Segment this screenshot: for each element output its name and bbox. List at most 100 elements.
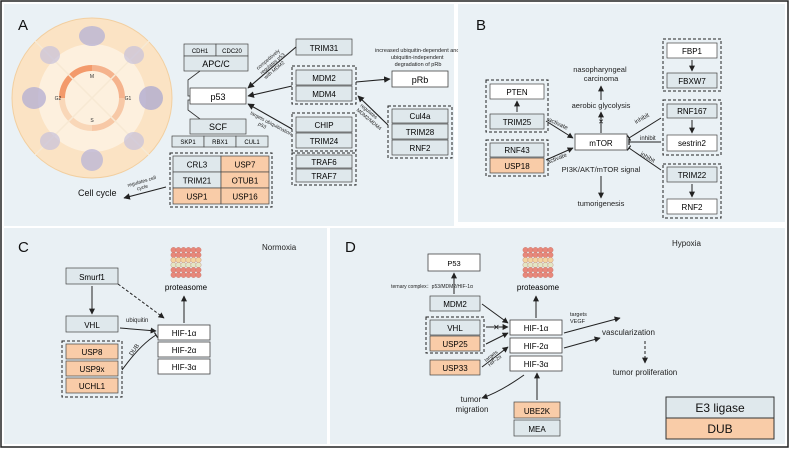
sestrin2-box	[666, 134, 718, 152]
proteasome-subunit	[542, 267, 549, 273]
phase-label: G1	[125, 96, 132, 102]
cdc20-label: CDC20	[222, 49, 242, 55]
proteasome-subunit	[547, 257, 554, 263]
trim25-label: TRIM25	[503, 118, 532, 127]
proteasome-subunit	[527, 257, 534, 263]
legend-e3-label: E3 ligase	[695, 401, 745, 415]
hif2-to-vascular-arrow	[563, 336, 601, 349]
usp25-label: USP25	[442, 340, 468, 349]
trim25-activate-mtor-arrow	[545, 120, 574, 139]
block-mark: ✕	[493, 323, 500, 332]
mdm2-d-label: MDM2	[443, 300, 467, 309]
mdm2-box	[295, 69, 353, 86]
hif-to-vegf-arrow	[563, 316, 621, 334]
proteasome-subunit	[180, 267, 187, 273]
dub-grid-label: CRL3	[187, 161, 208, 170]
proteasome-subunit	[190, 252, 197, 258]
dub-grid-frame	[169, 152, 273, 208]
rnf2-b-label: RNF2	[682, 203, 703, 212]
vhl-usp25-frame	[425, 316, 485, 354]
scf-box	[189, 118, 247, 135]
mdm-to-prb-arrow	[355, 76, 391, 83]
trim28-label: TRIM28	[406, 128, 435, 137]
proteasome-subunit	[522, 247, 529, 253]
usp33-label: USP33	[442, 364, 468, 373]
usp33-to-hif2-arrow	[481, 346, 509, 368]
p53-d-box	[427, 253, 481, 272]
smurf1-box	[65, 267, 119, 285]
panel-a: A M G1 S G2 Cell cycle CDH1	[4, 4, 459, 226]
usp25-to-hif-arrow	[485, 332, 509, 345]
apcc-p53-link	[187, 70, 201, 97]
chip-to-p53-arrow	[247, 103, 293, 130]
trim22-inhibit-mtor	[626, 145, 662, 171]
chip-group-frame	[291, 112, 357, 152]
trim24-box	[295, 132, 353, 149]
hif2-d-label: HIF-2α	[524, 342, 549, 351]
scf-label: SCF	[209, 122, 228, 132]
panel-c-letter: C	[18, 239, 29, 256]
panel-d: D Hypoxia proteasome P53 ternary complex…	[330, 228, 785, 444]
apcc-label: APC/C	[202, 59, 230, 69]
mtor-label: mTOR	[589, 139, 613, 148]
traf-group-frame	[291, 152, 357, 186]
pten-group-frame	[485, 79, 549, 133]
trim22-group-frame	[662, 163, 722, 219]
vascularization-label: vascularization	[602, 328, 655, 337]
cul4a-to-mdm-arrow	[357, 95, 389, 126]
cul1-box	[235, 135, 269, 148]
proteasome-subunit	[547, 262, 554, 268]
ube2k-label: UBE2K	[524, 407, 551, 416]
panel-b: B PTEN TRIM25 RNF43 USP18 mTOR nasophary…	[458, 4, 785, 222]
chip-label: CHIP	[314, 121, 333, 130]
cell-image	[139, 86, 163, 110]
proteasome-subunit	[170, 252, 177, 258]
legend-dub-swatch	[665, 417, 775, 440]
proteasome-subunit	[185, 257, 192, 263]
proteasome-subunit	[527, 272, 534, 278]
trim31-to-p53-arrow	[247, 46, 297, 89]
proteasome-subunit	[522, 267, 529, 273]
proteasome-subunit	[537, 252, 544, 258]
usp9x-label: USP9x	[80, 365, 105, 374]
usp18-activate-mtor-arrow	[545, 147, 574, 161]
panel-d-letter: D	[345, 239, 356, 256]
mdm2-to-hif-arrow	[481, 303, 509, 324]
fbxw7-box	[666, 72, 718, 89]
usp33-box	[429, 359, 481, 376]
cell-image	[40, 132, 60, 150]
proteasome-subunit	[542, 252, 549, 258]
hif3-c-label: HIF-3α	[172, 363, 197, 372]
trim31-label: TRIM31	[310, 44, 339, 53]
proteasome-subunit	[537, 267, 544, 273]
cell-cycle-diagram: M G1 S G2	[11, 17, 173, 179]
prb-box	[391, 70, 449, 88]
mdm2-d-box	[429, 295, 481, 312]
proteasome-subunit	[522, 252, 529, 258]
aerobic-glycolysis-label: aerobic glycolysis	[572, 101, 631, 110]
proteasome-subunit	[527, 247, 534, 253]
dub-grid-label: OTUB1	[232, 177, 259, 186]
proteasome-subunit	[532, 247, 539, 253]
panel-c: C Normoxia proteasome Smurf1 VHL USP8 US…	[4, 228, 327, 444]
trim28-box	[391, 123, 449, 140]
hif2-d-box	[509, 337, 563, 354]
proteasome-subunit	[532, 252, 539, 258]
proteasome-subunit	[542, 272, 549, 278]
proteasome-subunit	[542, 262, 549, 268]
proteasome-subunit	[522, 272, 529, 278]
proteasome-subunit	[180, 247, 187, 253]
proteasome-subunit	[180, 272, 187, 278]
cul4a-label: Cul4a	[410, 112, 431, 121]
usp8-label: USP8	[82, 348, 103, 357]
proteasome-subunit	[175, 252, 182, 258]
fbxw7-label: FBXW7	[678, 77, 706, 86]
pi3k-label: PI3K/AKT/mTOR signal	[562, 165, 641, 174]
proteasome-subunit	[190, 247, 197, 253]
rnf2-box	[391, 139, 449, 156]
proteasome-subunit	[180, 262, 187, 268]
mdm4-label: MDM4	[312, 90, 336, 99]
proteasome-subunit	[537, 272, 544, 278]
cell-image	[124, 46, 144, 64]
